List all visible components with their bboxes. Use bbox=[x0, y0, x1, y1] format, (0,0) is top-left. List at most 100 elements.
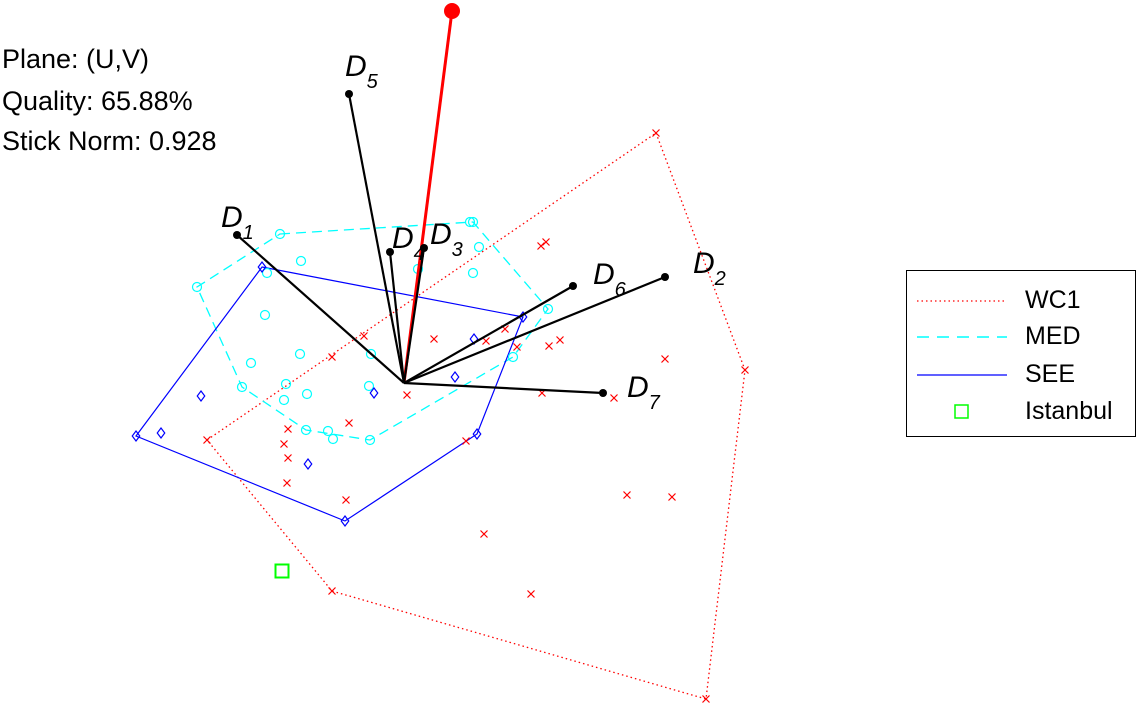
stick-label-d3: D3 bbox=[430, 218, 463, 261]
point-wc1-24-b bbox=[610, 394, 618, 402]
point-med-2 bbox=[191, 281, 203, 293]
point-see-10 bbox=[450, 371, 460, 383]
stick-label-d7: D7 bbox=[627, 371, 661, 414]
point-wc1-21 bbox=[556, 336, 564, 344]
stick-line-d3 bbox=[402, 247, 426, 384]
point-wc1-19 bbox=[342, 496, 350, 504]
stick-label-d6-letter: D bbox=[593, 258, 615, 291]
point-wc1-23 bbox=[661, 355, 669, 363]
plane-label: Plane: (U,V) bbox=[2, 44, 150, 74]
stick-tip-d5 bbox=[345, 90, 353, 98]
hull-wc1 bbox=[206, 131, 746, 700]
point-wc1-28-b bbox=[702, 695, 710, 703]
legend-sample-wc1 bbox=[917, 300, 1007, 302]
point-wc1-13 bbox=[284, 425, 292, 433]
stick-label-d5: D5 bbox=[345, 50, 379, 93]
stick-line-d7 bbox=[403, 381, 604, 395]
legend-label-med: MED bbox=[1025, 322, 1081, 350]
stick-norm-label: Stick Norm: 0.928 bbox=[2, 126, 217, 156]
stick-label-d2-letter: D bbox=[693, 247, 715, 280]
point-wc1-9 bbox=[482, 337, 490, 345]
point-wc1-2-b bbox=[345, 419, 353, 427]
point-see-7 bbox=[369, 387, 379, 399]
point-istanbul-0 bbox=[274, 563, 290, 579]
stick-tip-d3 bbox=[420, 244, 428, 252]
legend-label-see: SEE bbox=[1025, 360, 1076, 388]
point-wc1-6 bbox=[480, 530, 488, 538]
point-wc1-8 bbox=[462, 437, 470, 445]
legend-sample-see bbox=[917, 374, 1007, 376]
point-wc1-2 bbox=[345, 419, 353, 427]
point-med-14 bbox=[467, 267, 479, 279]
point-wc1-16 bbox=[280, 440, 288, 448]
stick-label-d3-sub: 3 bbox=[452, 239, 463, 261]
point-med-9 bbox=[236, 381, 248, 393]
legend-item-istanbul: Istanbul bbox=[907, 393, 1135, 431]
point-see-5 bbox=[472, 428, 482, 440]
stick-line-d1 bbox=[236, 234, 405, 384]
legend-label-istanbul: Istanbul bbox=[1025, 397, 1113, 425]
point-wc1-15-b bbox=[360, 332, 368, 340]
point-wc1-14-b bbox=[328, 353, 336, 361]
point-wc1-18 bbox=[283, 479, 291, 487]
point-med-6 bbox=[280, 378, 292, 390]
stick-tip-d6 bbox=[569, 282, 577, 290]
point-med-7 bbox=[301, 388, 313, 400]
point-wc1-28 bbox=[702, 695, 710, 703]
stick-label-d4-sub: 4 bbox=[414, 243, 425, 265]
group-hulls bbox=[135, 131, 746, 700]
point-wc1-29-b bbox=[741, 366, 749, 374]
point-see-3 bbox=[156, 427, 166, 439]
point-wc1-13-b bbox=[284, 425, 292, 433]
point-wc1-8-b bbox=[462, 437, 470, 445]
point-wc1-21-b bbox=[556, 336, 564, 344]
legend-sample-med bbox=[917, 336, 1007, 338]
stick-label-d6-sub: 6 bbox=[615, 279, 627, 301]
stick-label-d7-sub: 7 bbox=[649, 392, 661, 414]
point-wc1-20-b bbox=[542, 238, 550, 246]
point-wc1-27-b bbox=[328, 587, 336, 595]
point-med-8 bbox=[294, 348, 306, 360]
stick-label-d4-letter: D bbox=[392, 222, 414, 255]
stick-tip-d7 bbox=[599, 389, 607, 397]
point-wc1-22-b bbox=[545, 342, 553, 350]
point-wc1-17 bbox=[284, 454, 292, 462]
point-see-2 bbox=[131, 430, 141, 442]
stick-label-d1-sub: 1 bbox=[243, 222, 254, 244]
stick-line-d4 bbox=[388, 251, 406, 384]
point-wc1-20 bbox=[542, 238, 550, 246]
stick-label-d2: D2 bbox=[693, 247, 726, 290]
stick-label-d7-letter: D bbox=[627, 371, 649, 404]
point-wc1-6-b bbox=[480, 530, 488, 538]
point-wc1-14 bbox=[328, 353, 336, 361]
point-wc1-26-b bbox=[203, 436, 211, 444]
stick-label-d3-letter: D bbox=[430, 218, 452, 251]
stick-label-d5-sub: 5 bbox=[367, 71, 379, 93]
point-med-19 bbox=[365, 348, 377, 360]
point-wc1-0-b bbox=[537, 242, 545, 250]
point-see-6 bbox=[303, 458, 313, 470]
stick-label-d1: D1 bbox=[221, 201, 254, 244]
point-wc1-11 bbox=[430, 335, 438, 343]
group-sticks bbox=[233, 3, 669, 397]
hull-med bbox=[196, 221, 549, 441]
point-med-11 bbox=[364, 434, 376, 446]
stick-line-d5 bbox=[347, 93, 406, 384]
highlight-stick-tip bbox=[444, 3, 460, 19]
point-see-4 bbox=[340, 515, 350, 527]
point-med-17 bbox=[542, 303, 554, 315]
stick-tip-d2 bbox=[661, 273, 669, 281]
point-wc1-24 bbox=[610, 394, 618, 402]
stick-line-d6 bbox=[403, 285, 574, 384]
point-wc1-26 bbox=[203, 436, 211, 444]
point-wc1-5-b bbox=[623, 491, 631, 499]
point-wc1-27 bbox=[328, 587, 336, 595]
point-wc1-4-b bbox=[668, 493, 676, 501]
point-wc1-12-b bbox=[403, 391, 411, 399]
group-markers bbox=[131, 129, 749, 703]
legend-label-wc1: WC1 bbox=[1025, 286, 1081, 314]
point-med-15 bbox=[464, 216, 476, 228]
legend-item-see: SEE bbox=[907, 356, 1135, 394]
point-wc1-25-b bbox=[652, 129, 660, 137]
